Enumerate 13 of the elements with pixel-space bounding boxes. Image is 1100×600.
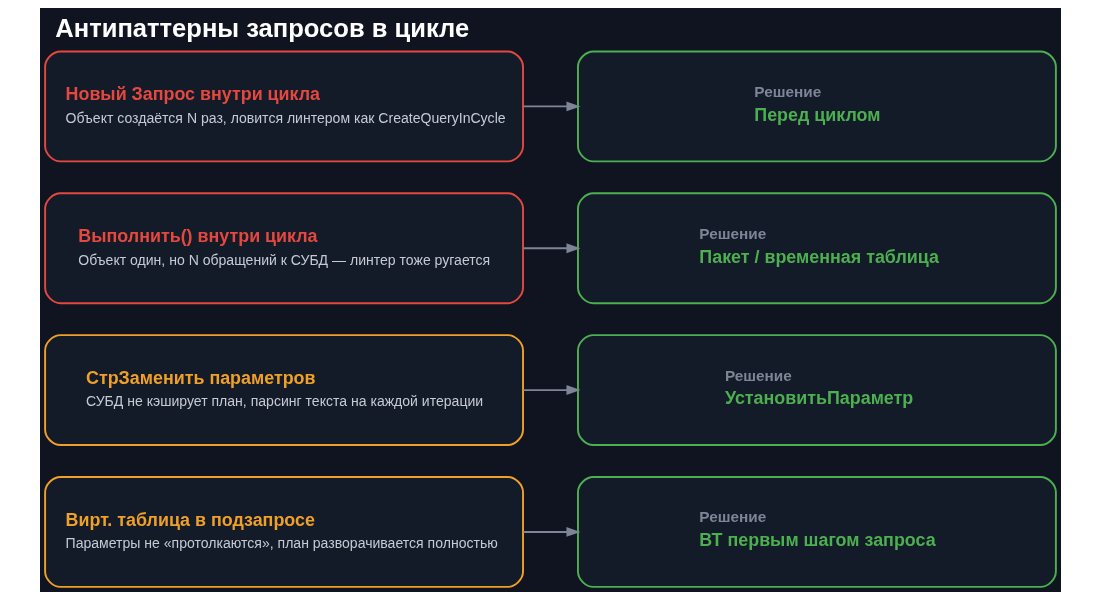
node-box: Решение УстановитьПараметр xyxy=(576,334,1057,446)
node-box: Решение Перед циклом xyxy=(576,50,1057,163)
node-box: Решение Пакет / временная таблица xyxy=(576,192,1057,305)
node-box: Вирт. таблица в подзапросе Параметры не «протолкаются», план разворачивается полностью xyxy=(43,476,524,588)
arrow xyxy=(521,385,581,396)
arrow xyxy=(521,243,581,254)
node-box: СтрЗаменить параметров СУБД не кэширует план, парсинг текста на каждой итерации xyxy=(43,334,524,446)
arrow xyxy=(521,101,581,112)
node-box: Решение ВТ первым шагом запроса xyxy=(576,476,1057,588)
diagram-title: Антипаттерны запросов в цикле xyxy=(54,14,469,43)
node-box: Новый Запрос внутри цикла Объект создаётся N раз, ловится линтером как CreateQueryInCycle xyxy=(43,50,524,163)
arrow xyxy=(521,527,581,537)
node-box: Выполнить() внутри цикла Объект один, но N обращений к СУБД — линтер тоже ругается xyxy=(43,192,524,305)
